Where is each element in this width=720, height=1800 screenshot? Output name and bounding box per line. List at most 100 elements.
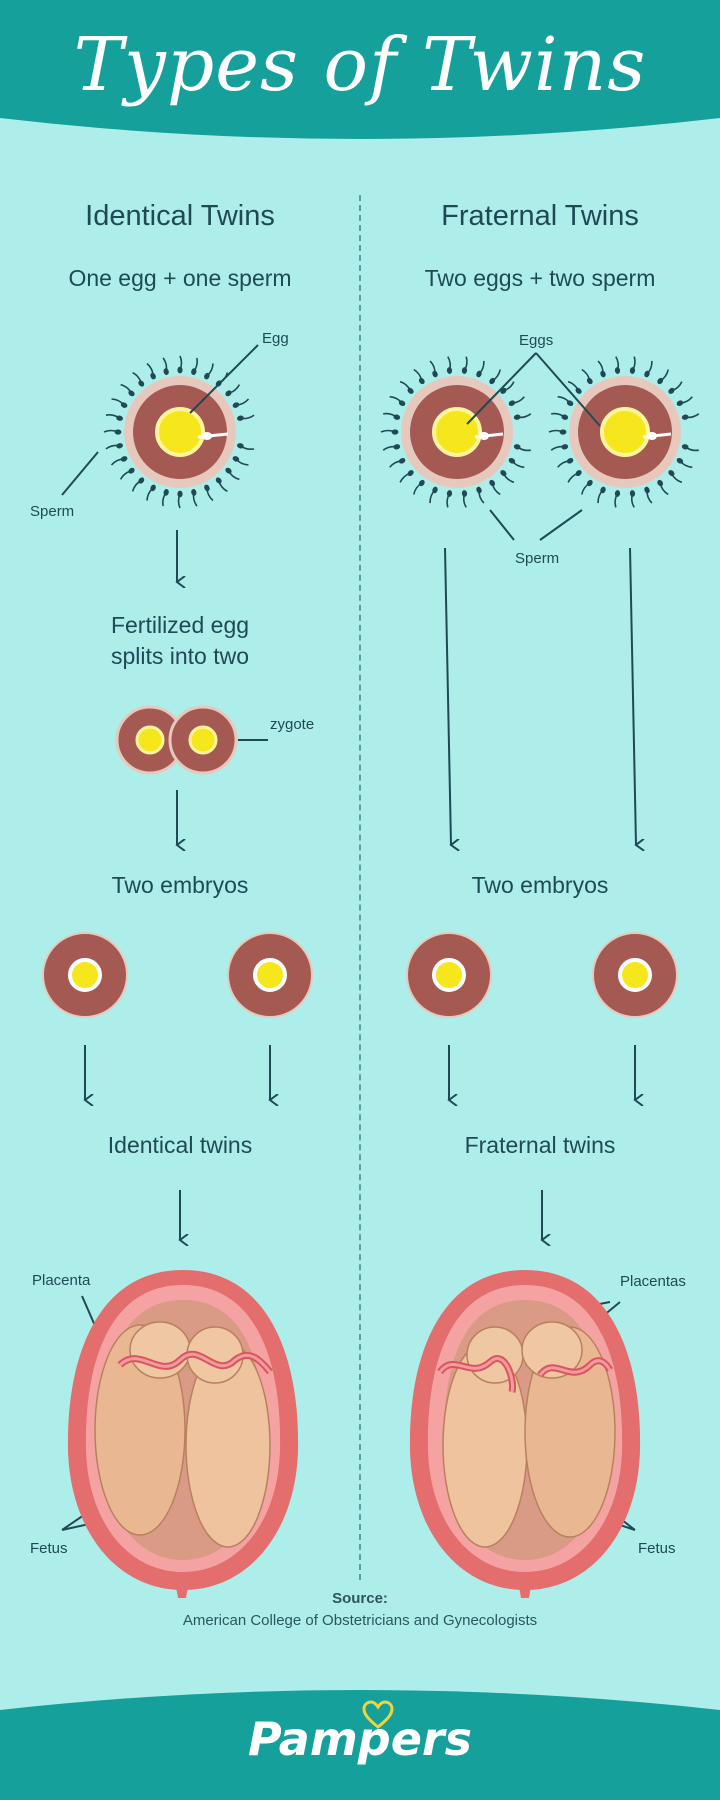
sperm-head bbox=[150, 372, 156, 380]
sperm-head bbox=[398, 400, 406, 406]
arrow-fraternal-left bbox=[444, 547, 451, 845]
sperm-head bbox=[657, 479, 664, 487]
sperm-head bbox=[138, 380, 145, 387]
sperm-head bbox=[407, 387, 414, 394]
sperm-head bbox=[513, 444, 521, 450]
identical-step-3: Two embryos bbox=[111, 872, 249, 898]
sperm-label-identical: Sperm bbox=[30, 503, 75, 520]
sperm-head bbox=[418, 479, 425, 487]
brand-logo: Pampers bbox=[248, 1712, 472, 1766]
identical-step-4: Identical twins bbox=[107, 1132, 253, 1158]
sperm-head bbox=[489, 479, 496, 487]
identical-heading: Identical Twins bbox=[85, 200, 275, 232]
fetus-label-identical: Fetus bbox=[30, 1540, 68, 1557]
sperm-head bbox=[566, 458, 574, 464]
sperm-head bbox=[508, 458, 516, 464]
sperm-head bbox=[407, 470, 414, 477]
fraternal-heading: Fraternal Twins bbox=[441, 200, 639, 232]
sperm-head bbox=[668, 470, 675, 477]
sperm-head bbox=[393, 414, 401, 420]
embryo-fraternal-2 bbox=[592, 932, 678, 1018]
uterus-fraternal bbox=[409, 1270, 641, 1598]
fraternal-egg-2 bbox=[569, 376, 681, 488]
sperm-head bbox=[681, 414, 689, 420]
zygote-label: zygote bbox=[270, 716, 315, 733]
sperm-head bbox=[116, 415, 123, 421]
sperm-head bbox=[432, 370, 438, 378]
fraternal-step-4: Fraternal twins bbox=[464, 1132, 616, 1158]
flow-arrows bbox=[85, 530, 636, 1240]
identical-egg bbox=[124, 376, 236, 488]
sperm-head bbox=[191, 489, 197, 496]
sperm-head bbox=[513, 414, 521, 420]
zygote-cells bbox=[115, 705, 238, 775]
sperm-head bbox=[600, 370, 606, 378]
embryo-identical-2 bbox=[227, 932, 313, 1018]
header-band bbox=[0, 0, 720, 139]
egg-label: Egg bbox=[262, 330, 289, 347]
embryo-identical-1 bbox=[42, 932, 128, 1018]
sperm-head bbox=[128, 467, 135, 474]
sperm-head bbox=[225, 467, 232, 474]
source-text: American College of Obstetricians and Gy… bbox=[182, 1612, 538, 1629]
sperm-head bbox=[393, 444, 401, 450]
sperm-head bbox=[177, 490, 183, 498]
sperm-head bbox=[566, 400, 574, 406]
identical-step-2: Fertilized egg splits into two bbox=[110, 612, 250, 669]
identical-step-1: One egg + one sperm bbox=[68, 265, 292, 291]
sperm-head bbox=[676, 400, 684, 406]
sperm-head bbox=[559, 429, 567, 435]
sperm-head bbox=[446, 490, 453, 497]
sperm-head bbox=[476, 486, 482, 494]
eggs-label: Eggs bbox=[519, 332, 554, 349]
sperm-head bbox=[237, 443, 244, 449]
sperm-head bbox=[500, 470, 507, 477]
sperm-head bbox=[614, 367, 621, 374]
sperm-head bbox=[575, 470, 582, 477]
sperm-head bbox=[561, 444, 569, 450]
sperm-head bbox=[575, 387, 582, 394]
sperm-head bbox=[657, 377, 664, 385]
footer-band bbox=[0, 1690, 720, 1800]
sperm-head bbox=[391, 429, 399, 435]
sperm-head bbox=[644, 370, 650, 378]
sperm-head bbox=[232, 402, 240, 408]
sperm-head bbox=[114, 429, 122, 435]
fetus-label-fraternal: Fetus bbox=[638, 1540, 676, 1557]
fraternal-step-1: Two eggs + two sperm bbox=[424, 265, 656, 291]
sperm-head bbox=[116, 443, 123, 449]
sperm-head bbox=[561, 414, 569, 420]
sperm-head bbox=[163, 368, 169, 375]
sperm-head bbox=[476, 370, 482, 378]
sperm-head bbox=[586, 479, 593, 487]
fraternal-egg-1 bbox=[401, 376, 513, 488]
placentas-label: Placentas bbox=[620, 1273, 686, 1290]
sperm-head bbox=[138, 477, 145, 484]
sperm-label-fraternal: Sperm bbox=[515, 550, 560, 567]
sperm-head bbox=[676, 458, 684, 464]
sperm-head bbox=[398, 458, 406, 464]
sperm-head bbox=[204, 484, 210, 492]
sperm-head bbox=[225, 390, 232, 397]
sperm-head bbox=[418, 377, 425, 385]
sperm-head bbox=[120, 402, 128, 408]
sperm-head bbox=[432, 486, 438, 494]
arrow-fraternal-right bbox=[629, 547, 636, 845]
sperm-head bbox=[120, 456, 128, 462]
sperm-head bbox=[629, 367, 636, 374]
page-title: Types of Twins bbox=[73, 22, 647, 108]
sperm-head bbox=[232, 456, 240, 462]
embryo-fraternal-1 bbox=[406, 932, 492, 1018]
sperm-head bbox=[204, 372, 210, 380]
sperm-head bbox=[461, 367, 468, 374]
placenta-label: Placenta bbox=[32, 1272, 91, 1289]
sperm-head bbox=[177, 366, 183, 374]
fraternal-step-3: Two embryos bbox=[471, 872, 609, 898]
sperm-head bbox=[668, 387, 675, 394]
sperm-head bbox=[461, 490, 468, 497]
sperm-head bbox=[163, 489, 169, 496]
uterus-identical bbox=[67, 1270, 299, 1598]
heart-icon bbox=[362, 1700, 394, 1729]
sperm-ring-fraternal-1 bbox=[380, 356, 532, 508]
